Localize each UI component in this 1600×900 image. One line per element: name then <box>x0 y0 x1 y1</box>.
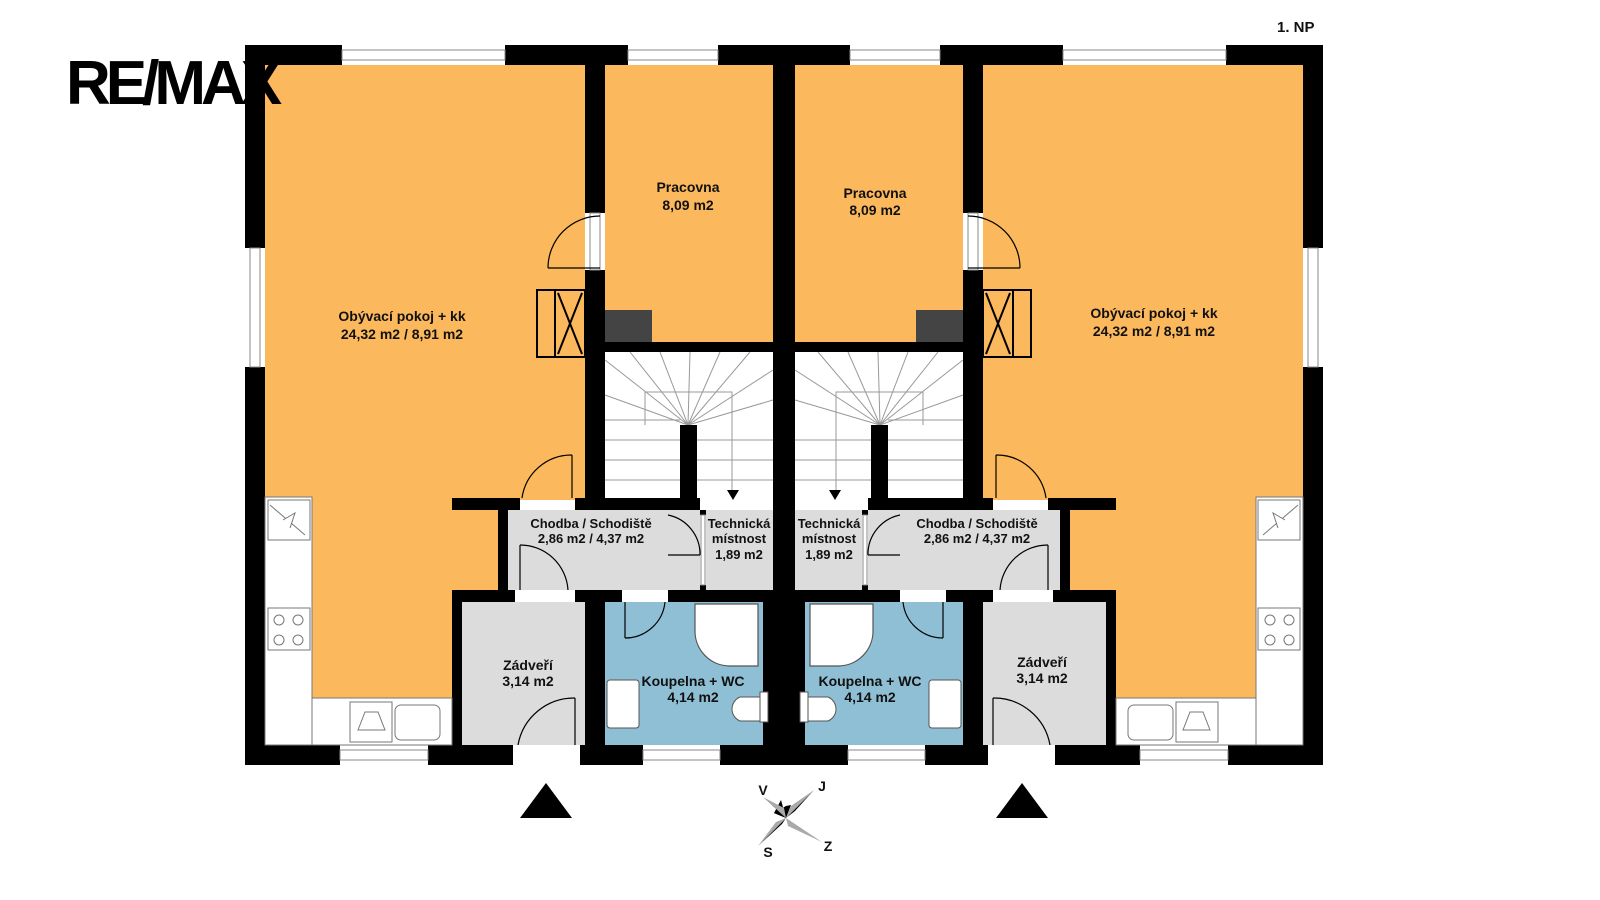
living-room-name: Obývací pokoj + kk <box>338 308 465 324</box>
compass-label-s: S <box>763 844 772 860</box>
entry-name: Zádveří <box>503 657 554 673</box>
floor-label: 1. NP <box>1277 19 1315 36</box>
tech-room-area: 1,89 m2 <box>715 547 763 562</box>
living-room-name: Obývací pokoj + kk <box>1090 305 1217 321</box>
remax-logo: RE/MAX <box>66 49 282 118</box>
study-name: Pracovna <box>843 185 906 201</box>
entry-area: 3,14 m2 <box>1016 670 1068 686</box>
tech-room-name-2: místnost <box>802 531 857 546</box>
hall-area: 2,86 m2 / 4,37 m2 <box>538 531 644 546</box>
study-name: Pracovna <box>656 179 719 195</box>
compass-label-v: V <box>758 782 768 798</box>
entry-area: 3,14 m2 <box>502 673 554 689</box>
living-room-area: 24,32 m2 / 8,91 m2 <box>341 326 463 342</box>
hall-area: 2,86 m2 / 4,37 m2 <box>924 531 1030 546</box>
bath-area: 4,14 m2 <box>667 689 719 705</box>
compass-label-z: Z <box>824 838 833 854</box>
hall-name: Chodba / Schodiště <box>916 516 1037 531</box>
bath-name: Koupelna + WC <box>818 673 921 689</box>
hall-name: Chodba / Schodiště <box>530 516 651 531</box>
study-area: 8,09 m2 <box>849 202 901 218</box>
tech-room-name: Technická <box>798 516 861 531</box>
entry-name: Zádveří <box>1017 654 1068 670</box>
tech-room-name-2: místnost <box>712 531 767 546</box>
study-area: 8,09 m2 <box>662 197 714 213</box>
living-room-area: 24,32 m2 / 8,91 m2 <box>1093 323 1215 339</box>
tech-room-name: Technická <box>708 516 771 531</box>
bath-name: Koupelna + WC <box>641 673 744 689</box>
bath-area: 4,14 m2 <box>844 689 896 705</box>
tech-room-area: 1,89 m2 <box>805 547 853 562</box>
compass-label-j: J <box>818 778 826 794</box>
compass-rose-icon <box>758 790 822 846</box>
